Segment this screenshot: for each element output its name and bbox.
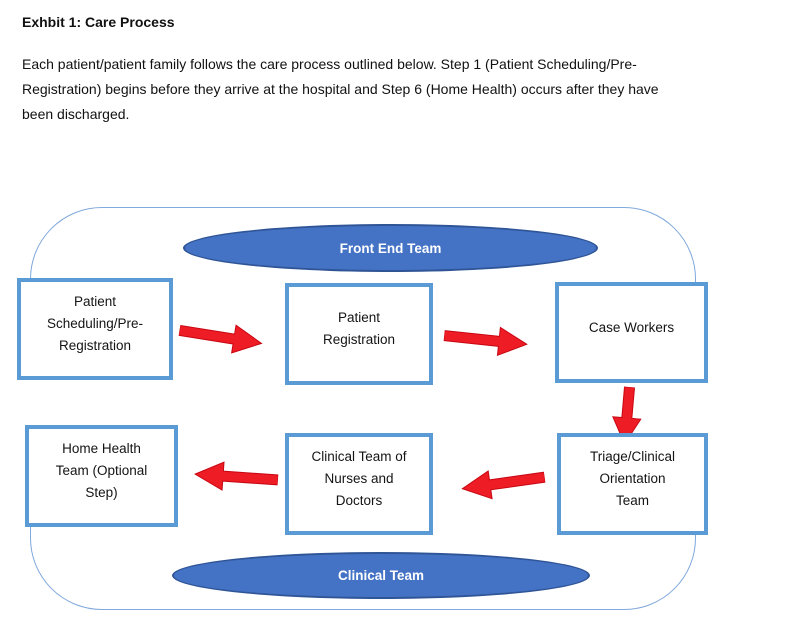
front-end-team-label: Front End Team <box>339 240 442 256</box>
box-clinical-team-of-nurses-and-doctors: Clinical Team of Nurses and Doctors <box>285 433 433 535</box>
box-label: Clinical Team of Nurses and Doctors <box>311 449 407 508</box>
box-label: Triage/Clinical Orientation Team <box>589 449 676 508</box>
arrow-scheduling-to-registration <box>177 316 265 359</box>
arrow-registration-to-case-workers <box>443 321 530 360</box>
arrow-case-workers-to-triage <box>610 386 645 446</box>
front-end-team-ellipse: Front End Team <box>183 224 598 272</box>
arrow-triage-to-clinical-team <box>459 462 546 503</box>
outline-gap-right <box>688 381 700 435</box>
exhibit-title: Exhbit 1: Care Process <box>22 14 175 30</box>
box-home-health-team-optional-step: Home Health Team (Optional Step) <box>25 425 178 527</box>
box-label: Patient Registration <box>322 310 396 347</box>
box-patient-registration: Patient Registration <box>285 283 433 385</box>
clinical-team-label: Clinical Team <box>337 568 425 583</box>
box-label: Case Workers <box>588 319 675 335</box>
outline-gap-left <box>24 378 36 427</box>
box-triage-clinical-orientation-team: Triage/Clinical Orientation Team <box>557 433 708 535</box>
box-label: Patient Scheduling/Pre- Registration <box>46 294 144 353</box>
box-label: Home Health Team (Optional Step) <box>55 441 148 500</box>
box-case-workers: Case Workers <box>555 282 708 383</box>
clinical-team-ellipse: Clinical Team <box>172 552 590 599</box>
box-patient-scheduling-pre-registration: Patient Scheduling/Pre- Registration <box>17 278 173 380</box>
intro-paragraph: Each patient/patient family follows the … <box>22 56 659 122</box>
arrow-clinical-team-to-home-health <box>193 459 279 495</box>
